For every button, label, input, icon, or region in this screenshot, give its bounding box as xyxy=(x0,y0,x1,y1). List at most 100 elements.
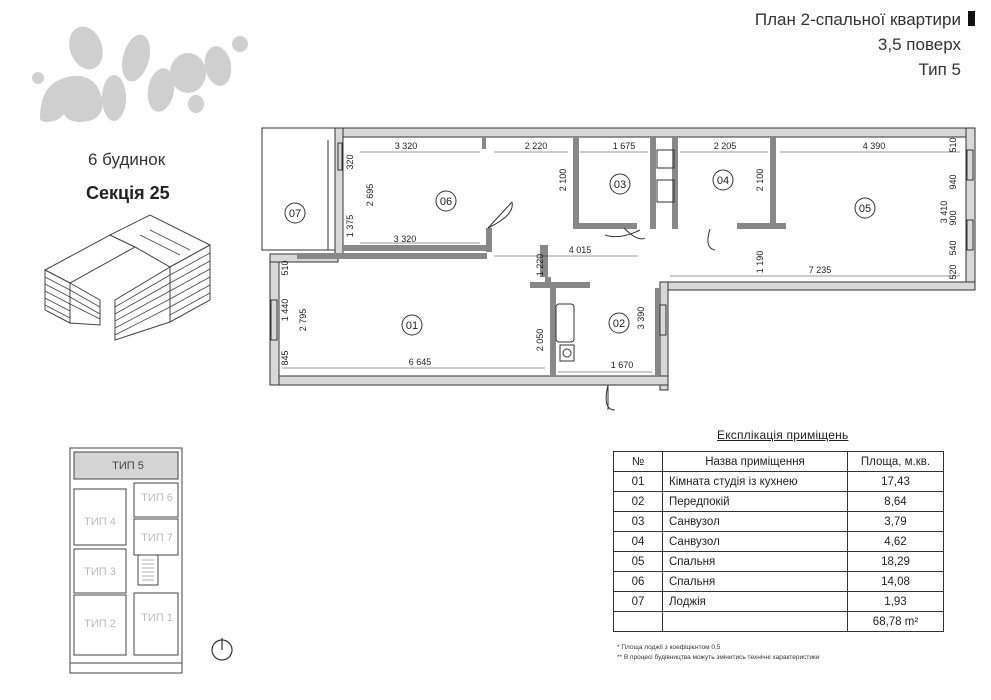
explication-table: № Назва приміщення Площа, м.кв. 01 Кімна… xyxy=(613,451,944,632)
room-marker-04 xyxy=(712,169,734,191)
cell-area: 18,29 xyxy=(847,551,944,572)
table-header-row: № Назва приміщення Площа, м.кв. xyxy=(613,451,944,472)
cell-number: 04 xyxy=(613,531,663,552)
dim-2795: 2 795 xyxy=(298,309,308,332)
footnotes: * Площа лоджії з коефіцієнтом 0,5 ** В п… xyxy=(617,643,819,663)
dim-540: 540 xyxy=(948,240,958,255)
room-marker-07 xyxy=(284,202,306,224)
door-swing-06 xyxy=(487,201,513,229)
room-07-label: 07 xyxy=(289,208,301,220)
floor-plan: 3 320 2 220 1 675 2 205 4 390 3 320 4 01… xyxy=(261,127,976,411)
room-03-label: 03 xyxy=(614,179,626,191)
table-row: 06 Спальня 14,08 xyxy=(613,571,944,592)
room-marker-06 xyxy=(435,190,457,212)
door-swing-04 xyxy=(707,228,716,251)
dim-2695: 2 695 xyxy=(365,184,375,207)
cell-room-name: Санвузол xyxy=(662,531,848,552)
dim-3410: 3 410 xyxy=(939,201,949,224)
footnote-construction: ** В процесі будівництва можуть змінитис… xyxy=(617,654,820,661)
cell-number: 07 xyxy=(613,591,663,612)
cell-area: 17,43 xyxy=(847,471,944,492)
window-01 xyxy=(270,299,278,341)
dim-7235: 7 235 xyxy=(809,265,832,275)
dim-1440: 1 440 xyxy=(280,299,290,322)
table-row: 05 Спальня 18,29 xyxy=(613,551,944,572)
room-04-label: 04 xyxy=(717,175,729,187)
south-east-wall xyxy=(659,281,976,291)
bathtub xyxy=(555,303,575,343)
cell-number: 05 xyxy=(613,551,663,572)
dim-3390: 3 390 xyxy=(636,307,646,330)
table-row: 04 Санвузол 4,62 xyxy=(613,531,944,552)
dim-2050: 2 050 xyxy=(535,329,545,352)
cell-number: 06 xyxy=(613,571,663,592)
door-swing-corridor xyxy=(604,229,641,238)
bath03-east-wall xyxy=(650,137,656,229)
dim-900: 900 xyxy=(948,210,958,225)
table-row: 01 Кімната студія із кухнею 17,43 xyxy=(613,471,944,492)
dim-3320-bottom: 3 320 xyxy=(394,234,417,244)
room-marker-02 xyxy=(608,312,630,334)
dim-1375: 1 375 xyxy=(345,215,355,238)
door-swing-entrance xyxy=(605,384,616,411)
key-plan-type5 xyxy=(73,451,179,480)
corridor-east-wall xyxy=(659,281,669,391)
dim-1220: 1 220 xyxy=(535,254,545,277)
cell-room-name: Передпокій xyxy=(662,491,848,512)
table-row: 03 Санвузол 3,79 xyxy=(613,511,944,532)
building-number: 6 будинок xyxy=(88,150,166,169)
dim-4015: 4 015 xyxy=(569,245,592,255)
stove xyxy=(559,344,575,362)
dim-510-right: 510 xyxy=(948,137,958,152)
key-plan-t2: ТИП 2 xyxy=(84,618,116,630)
key-plan-t6: ТИП 6 xyxy=(141,492,173,504)
south-wall xyxy=(269,375,669,386)
cell-area: 1,93 xyxy=(847,591,944,612)
header-number: № xyxy=(613,451,663,472)
key-plan-t1: ТИП 1 xyxy=(141,612,173,624)
key-plan-t3: ТИП 3 xyxy=(84,566,116,578)
dim-2100-b: 2 100 xyxy=(755,169,765,192)
cell-room-name: Кімната студія із кухнею xyxy=(662,471,848,492)
room-06-label: 06 xyxy=(440,196,452,208)
footnote-loggia: * Площа лоджії з коефіцієнтом 0,5 xyxy=(617,644,721,651)
north-wall xyxy=(334,127,974,138)
dim-1675: 1 675 xyxy=(613,141,636,151)
dim-1670: 1 670 xyxy=(611,360,634,370)
dim-940: 940 xyxy=(948,174,958,189)
cell-room-name: Санвузол xyxy=(662,511,848,532)
key-plan-t4: ТИП 4 xyxy=(84,516,116,528)
section-number: Секція 25 xyxy=(86,183,170,203)
cell-room-name: Лоджія xyxy=(662,591,848,612)
north-indicator-icon xyxy=(211,638,233,661)
dim-320: 320 xyxy=(345,154,355,169)
cell-number: 02 xyxy=(613,491,663,512)
window-05a xyxy=(966,149,974,181)
header-area: Площа, м.кв. xyxy=(847,451,944,472)
dim-1190: 1 190 xyxy=(755,251,765,274)
room-marker-01 xyxy=(401,314,423,336)
explication-title: Експлікація приміщень xyxy=(717,428,849,442)
table-row: 02 Передпокій 8,64 xyxy=(613,491,944,512)
table-row: 07 Лоджія 1,93 xyxy=(613,591,944,612)
cell-room-name: Спальня xyxy=(662,551,848,572)
room-02-label: 02 xyxy=(613,318,625,330)
key-plan-t7: ТИП 7 xyxy=(141,532,173,544)
type-label: Тип 5 xyxy=(918,60,961,79)
sink-03 xyxy=(656,179,675,203)
room-marker-05 xyxy=(854,197,876,219)
header-mark xyxy=(968,11,975,26)
cell-number: 01 xyxy=(613,471,663,492)
building-isometric xyxy=(43,214,212,341)
dim-520: 520 xyxy=(948,264,958,279)
cell-area: 8,64 xyxy=(847,491,944,512)
dim-845: 845 xyxy=(280,350,290,365)
dim-4390: 4 390 xyxy=(863,141,886,151)
key-plan-t5: ТИП 5 xyxy=(112,460,144,472)
bedroom06-south-wall xyxy=(343,245,486,251)
entrance-door-hinge xyxy=(659,304,667,336)
room-01-label: 01 xyxy=(406,320,418,332)
floor-label: 3,5 поверх xyxy=(877,35,961,54)
bath04-west-wall xyxy=(672,137,678,229)
partition-wall xyxy=(540,245,548,277)
